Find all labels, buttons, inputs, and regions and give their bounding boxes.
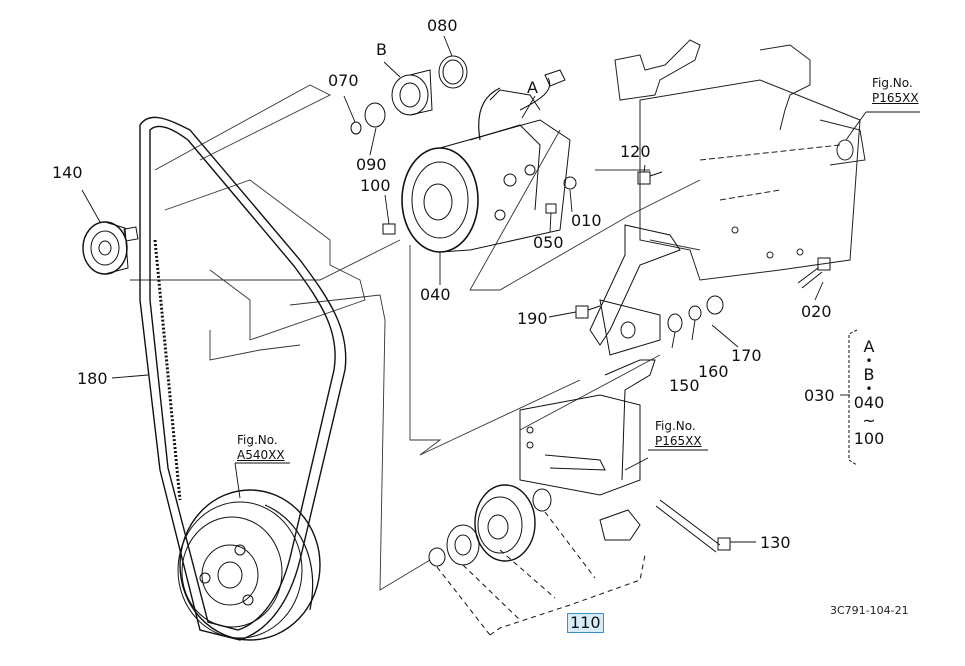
group-030-bracket xyxy=(848,329,858,466)
crank-pulley xyxy=(177,489,321,641)
group-110-dashed xyxy=(436,511,646,636)
group-030-item: ~ xyxy=(862,411,876,430)
fig-ref-lower[interactable]: Fig.No. A540XX xyxy=(237,434,285,461)
fig-ref-label: Fig.No. xyxy=(237,433,278,447)
callout-110[interactable]: 110 xyxy=(567,613,604,633)
group-030-item: 100 xyxy=(853,429,885,448)
fig-ref-middle[interactable]: Fig.No. P165XX xyxy=(655,420,702,447)
assembly-guide-lines xyxy=(130,84,701,591)
washer-150 xyxy=(667,313,683,333)
group-030-item: A xyxy=(863,337,875,356)
group-030-item: • xyxy=(865,354,873,368)
fig-ref-label: Fig.No. xyxy=(655,419,696,433)
fig-ref-label: Fig.No. xyxy=(872,76,913,90)
bolt-050 xyxy=(545,203,557,214)
washer-070 xyxy=(350,121,362,135)
callout-070[interactable]: 070 xyxy=(328,71,359,90)
group-030-item: B xyxy=(863,365,875,384)
callout-090[interactable]: 090 xyxy=(356,155,387,174)
upper-bracket xyxy=(614,39,866,281)
fig-ref-upper[interactable]: Fig.No. P165XX xyxy=(872,77,919,104)
compressor-040 xyxy=(401,69,571,253)
middle-bracket xyxy=(589,224,681,356)
idler-pulley-assembly-110 xyxy=(428,484,641,567)
fig-ref-number: P165XX xyxy=(655,434,702,448)
long-bolt-130 xyxy=(655,499,731,553)
callout-130[interactable]: 130 xyxy=(760,533,791,552)
fig-ref-number: P165XX xyxy=(872,91,919,105)
leader-lines xyxy=(81,35,920,543)
snap-ring-080 xyxy=(438,55,468,89)
group-030-item: • xyxy=(865,382,873,396)
callout-150[interactable]: 150 xyxy=(669,376,700,395)
callout-050[interactable]: 050 xyxy=(533,233,564,252)
callout-160[interactable]: 160 xyxy=(698,362,729,381)
callout-080[interactable]: 080 xyxy=(427,16,458,35)
callout-b[interactable]: B xyxy=(376,40,387,59)
callout-a[interactable]: A xyxy=(527,78,538,97)
bolt-020 xyxy=(797,257,831,289)
callout-120[interactable]: 120 xyxy=(620,142,651,161)
fig-ref-number: A540XX xyxy=(237,448,285,462)
tension-pulley-140 xyxy=(82,221,139,275)
nut-170 xyxy=(706,295,724,315)
callout-180[interactable]: 180 xyxy=(77,369,108,388)
callout-010[interactable]: 010 xyxy=(571,211,602,230)
bolt-120 xyxy=(637,171,663,185)
lower-bracket xyxy=(519,359,656,496)
callout-140[interactable]: 140 xyxy=(52,163,83,182)
group-030-members: A • B • 040 ~ 100 xyxy=(852,338,886,448)
washer-160 xyxy=(688,305,702,321)
nut-010 xyxy=(563,176,577,190)
group-030-item: 040 xyxy=(853,393,885,412)
callout-030[interactable]: 030 xyxy=(804,386,835,405)
drawing-code: 3C791-104-21 xyxy=(830,604,909,617)
snap-ring-090 xyxy=(364,102,386,128)
bolt-100 xyxy=(382,223,396,235)
v-belt-180 xyxy=(139,116,347,641)
callout-040[interactable]: 040 xyxy=(420,285,451,304)
bearing-b xyxy=(391,69,433,116)
callout-100[interactable]: 100 xyxy=(360,176,391,195)
callout-170[interactable]: 170 xyxy=(731,346,762,365)
callout-020[interactable]: 020 xyxy=(801,302,832,321)
callout-190[interactable]: 190 xyxy=(517,309,548,328)
